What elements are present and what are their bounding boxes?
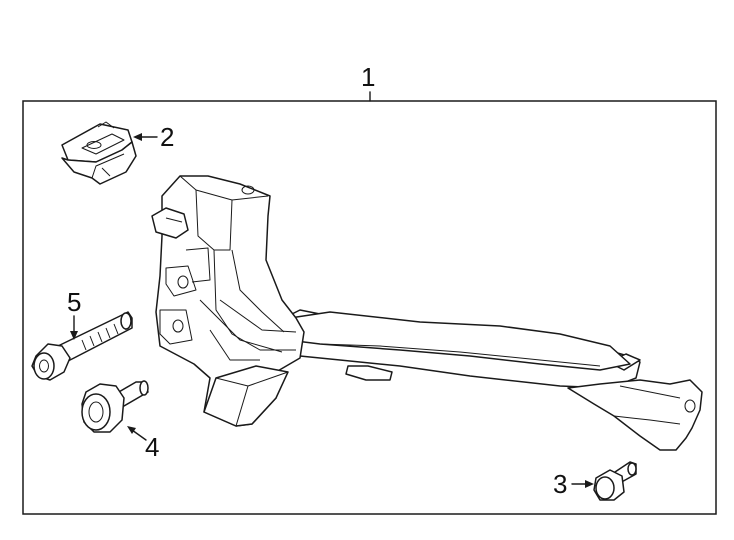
clip-part: [61, 121, 137, 185]
callout-3-label: 3: [553, 469, 567, 499]
callout-1-label: 1: [361, 62, 375, 92]
callout-4: 4: [127, 426, 159, 462]
callout-5: 5: [67, 287, 81, 340]
callout-3-arrowhead: [585, 480, 594, 488]
callout-2-label: 2: [160, 122, 174, 152]
small-bolt-part: [593, 461, 637, 501]
long-bolt-part: [31, 311, 133, 381]
flange-bolt-part: [81, 380, 149, 433]
callout-2-arrowhead: [133, 133, 142, 141]
callout-1: 1: [361, 62, 375, 102]
callout-4-leader: [131, 429, 147, 441]
callout-2: 2: [133, 122, 174, 152]
callout-4-arrowhead: [127, 426, 136, 434]
callout-5-arrowhead: [70, 331, 78, 340]
callout-3: 3: [553, 469, 594, 499]
bracket-part: [151, 175, 703, 451]
callout-4-label: 4: [145, 432, 159, 462]
callout-5-label: 5: [67, 287, 81, 317]
